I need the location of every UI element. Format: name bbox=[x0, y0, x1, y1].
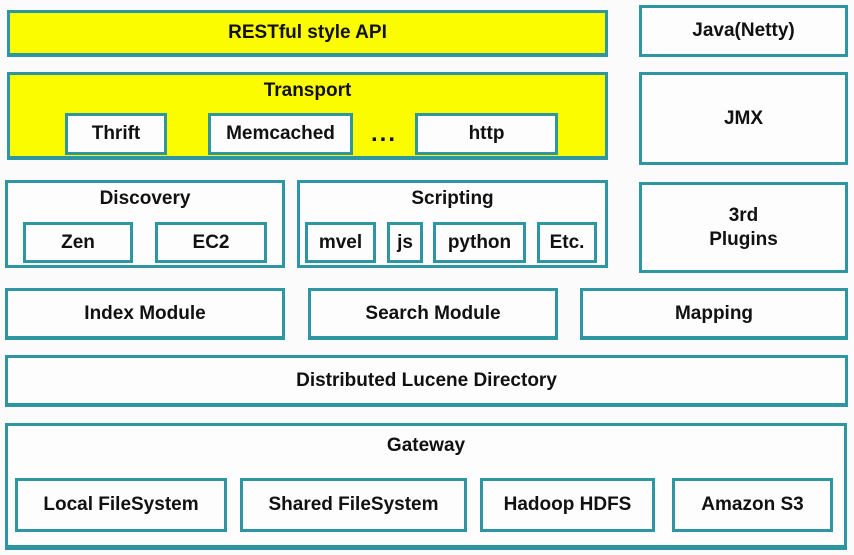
gateway-title: Gateway bbox=[386, 435, 466, 456]
jmx-box: JMX bbox=[639, 72, 848, 165]
mapping-label: Mapping bbox=[674, 302, 754, 324]
restful-api-box: RESTful style API bbox=[7, 10, 608, 57]
mvel-label: mvel bbox=[318, 231, 363, 253]
transport-ellipsis: ... bbox=[370, 120, 397, 147]
local-filesystem-label: Local FileSystem bbox=[43, 494, 199, 515]
shared-filesystem-label: Shared FileSystem bbox=[268, 494, 439, 515]
discovery-ec2-box: EC2 bbox=[155, 222, 267, 263]
gateway-local-filesystem-box: Local FileSystem bbox=[15, 478, 227, 532]
amazon-s3-label: Amazon S3 bbox=[701, 494, 804, 515]
jmx-label: JMX bbox=[723, 107, 764, 129]
index-module-label: Index Module bbox=[84, 302, 206, 324]
mapping-box: Mapping bbox=[580, 288, 848, 340]
scripting-python-box: python bbox=[433, 222, 526, 263]
gateway-shared-filesystem-box: Shared FileSystem bbox=[240, 478, 467, 532]
gateway-box: Gateway Local FileSystem Shared FileSyst… bbox=[5, 423, 847, 550]
scripting-js-box: js bbox=[387, 222, 423, 263]
lucene-directory-box: Distributed Lucene Directory bbox=[5, 355, 848, 407]
http-label: http bbox=[468, 123, 505, 144]
hadoop-hdfs-label: Hadoop HDFS bbox=[503, 494, 632, 515]
discovery-zen-box: Zen bbox=[23, 222, 133, 263]
scripting-etc-box: Etc. bbox=[537, 222, 597, 263]
scripting-title: Scripting bbox=[411, 188, 494, 209]
transport-box: Transport Thrift Memcached ... http bbox=[7, 72, 608, 160]
discovery-box: Discovery Zen EC2 bbox=[5, 180, 285, 268]
java-netty-box: Java(Netty) bbox=[639, 5, 848, 57]
search-module-label: Search Module bbox=[365, 302, 501, 324]
restful-api-label: RESTful style API bbox=[228, 22, 387, 43]
third-party-plugins-line1: 3rd bbox=[728, 204, 759, 226]
java-netty-label: Java(Netty) bbox=[692, 20, 795, 41]
transport-title: Transport bbox=[263, 80, 352, 101]
transport-memcached-box: Memcached bbox=[208, 113, 353, 155]
ec2-label: EC2 bbox=[192, 231, 230, 253]
python-label: python bbox=[447, 231, 512, 253]
etc-label: Etc. bbox=[549, 231, 585, 253]
search-module-box: Search Module bbox=[308, 288, 558, 340]
memcached-label: Memcached bbox=[226, 123, 335, 144]
transport-thrift-box: Thrift bbox=[65, 113, 167, 155]
third-party-plugins-box: 3rd Plugins bbox=[639, 182, 848, 273]
zen-label: Zen bbox=[61, 231, 95, 253]
scripting-box: Scripting mvel js python Etc. bbox=[297, 180, 608, 268]
thrift-label: Thrift bbox=[91, 123, 141, 144]
lucene-directory-label: Distributed Lucene Directory bbox=[296, 369, 557, 391]
gateway-amazon-s3-box: Amazon S3 bbox=[672, 478, 833, 532]
third-party-plugins-line2: Plugins bbox=[709, 228, 778, 250]
index-module-box: Index Module bbox=[5, 288, 285, 340]
js-label: js bbox=[397, 231, 413, 253]
discovery-title: Discovery bbox=[99, 188, 191, 209]
gateway-hadoop-hdfs-box: Hadoop HDFS bbox=[480, 478, 655, 532]
scripting-mvel-box: mvel bbox=[305, 222, 376, 263]
transport-http-box: http bbox=[415, 113, 558, 155]
